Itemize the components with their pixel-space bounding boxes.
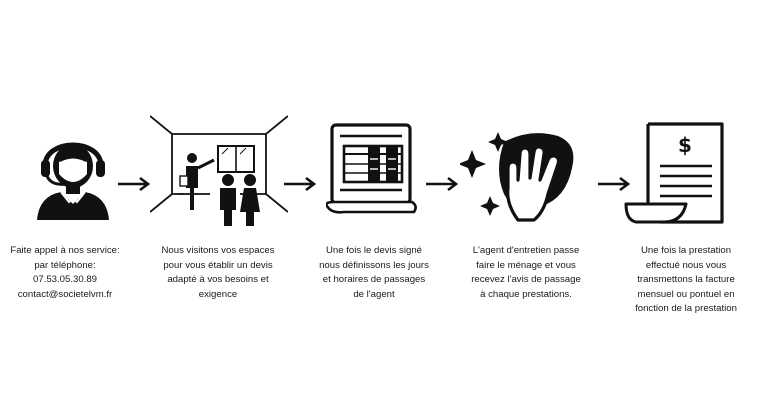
- room-visit-icon: [150, 114, 288, 236]
- caption-line: fonction de la prestation: [635, 303, 737, 315]
- caption-line: effectué nous vous: [645, 259, 727, 271]
- quote-document-icon: [326, 122, 418, 218]
- caption-line: par téléphone:: [34, 259, 96, 271]
- step-3-caption: Une fois le devis signé nous définissons…: [304, 244, 444, 302]
- svg-text:$: $: [678, 133, 692, 157]
- caption-line: L'agent d'entretien passe: [472, 245, 580, 256]
- caption-line: de l'agent: [353, 288, 395, 300]
- arrow-right-icon: [117, 176, 151, 192]
- caption-line: recevez l'avis de passage: [471, 274, 581, 286]
- step-2-caption: Nous visitons vos espaces pour vous étab…: [152, 244, 284, 302]
- step-4-caption: L'agent d'entretien passe faire le ménag…: [455, 244, 597, 302]
- arrow-right-icon: [597, 176, 631, 192]
- caption-line: faire le ménage et vous: [476, 259, 576, 271]
- caption-line: et horaires de passages: [322, 274, 426, 286]
- caption-line: exigence: [198, 288, 238, 300]
- caption-line: Faite appel à nos service:: [10, 245, 120, 256]
- cleaning-hand-icon: [460, 128, 580, 224]
- caption-line: à chaque prestations.: [480, 288, 572, 300]
- caption-line: Une fois la prestation: [640, 245, 732, 256]
- caption-line: Une fois le devis signé: [326, 245, 422, 256]
- caption-line: nous définissons les jours: [319, 259, 429, 271]
- arrow-right-icon: [425, 176, 459, 192]
- caption-line: contact@societelvm.fr: [17, 288, 113, 300]
- step-5-caption: Une fois la prestation effectué nous vou…: [614, 244, 758, 317]
- caption-line: adapté à vos besoins et: [167, 274, 269, 286]
- invoice-icon: $: [624, 120, 726, 230]
- caption-line: mensuel ou pontuel en: [637, 288, 735, 300]
- caption-line: pour vous établir un devis: [163, 259, 273, 271]
- caption-line: Nous visitons vos espaces: [161, 245, 275, 256]
- call-center-agent-icon: [33, 124, 113, 220]
- caption-line: transmettons la facture: [637, 274, 735, 286]
- caption-line: 07.53.05.30.89: [32, 274, 98, 286]
- arrow-right-icon: [283, 176, 317, 192]
- step-1-caption: Faite appel à nos service: par téléphone…: [3, 244, 127, 302]
